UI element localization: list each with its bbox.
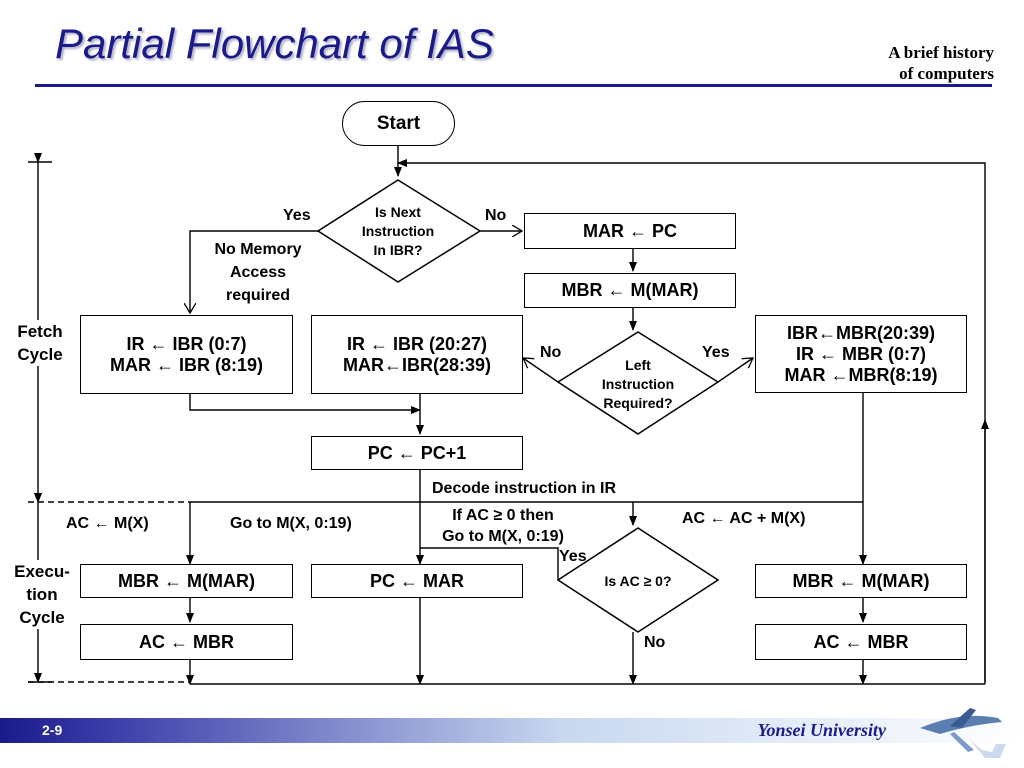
decision-ac-label: Is AC ≥ 0? bbox=[604, 572, 672, 589]
no-memory-line-1: No Memory bbox=[214, 241, 302, 258]
decision-left-instruction-text: Left Instruction Required? bbox=[578, 352, 698, 416]
decision-next-instruction-text: Is Next Instruction In IBR? bbox=[338, 199, 458, 263]
title-rule bbox=[35, 84, 992, 87]
execution-cycle-line-1: Execu- bbox=[14, 562, 70, 581]
label-no-ibr: No bbox=[485, 207, 507, 224]
label-decode: Decode instruction in IR bbox=[432, 480, 617, 497]
decision-left-instruction-diamond bbox=[556, 331, 720, 435]
condition-line-2: Go to M(X, 0:19) bbox=[442, 528, 564, 545]
box-pc-increment: PC ← PC+1 bbox=[311, 436, 523, 470]
box-exec-ac-left: AC ← MBR bbox=[80, 624, 293, 660]
no-memory-line-3: required bbox=[225, 287, 290, 304]
box-mar-pc-label: MAR ← PC bbox=[583, 220, 677, 241]
execution-cycle-line-2: tion bbox=[26, 585, 58, 604]
airplane-logo-icon bbox=[920, 708, 1006, 758]
label-ac-mx: AC ← M(X) bbox=[66, 515, 149, 532]
label-execution-cycle: Execu- tion Cycle bbox=[6, 560, 78, 629]
decision-ac-text: Is AC ≥ 0? bbox=[578, 570, 698, 592]
box-ir-left-line-2: MAR ← IBR (8:19) bbox=[109, 354, 263, 375]
no-memory-line-2: Access bbox=[229, 264, 287, 281]
decision-ac-diamond bbox=[556, 527, 720, 633]
decision-ibr-line-3: In IBR? bbox=[373, 241, 423, 258]
box-exec-ac-right-label: AC ← MBR bbox=[813, 631, 909, 652]
box-mbr-mmar-fetch-label: MBR ← M(MAR) bbox=[561, 280, 699, 300]
decision-left-line-3: Required? bbox=[603, 394, 673, 411]
box-mar-pc: MAR ← PC bbox=[524, 213, 736, 249]
start-node: Start bbox=[342, 101, 455, 146]
box-exec-mbr-left-label: MBR ← M(MAR) bbox=[118, 570, 255, 591]
condition-line-1: If AC ≥ 0 then bbox=[452, 507, 554, 524]
decision-next-instruction-diamond bbox=[316, 179, 482, 283]
fetch-cycle-line-2: Cycle bbox=[17, 345, 63, 364]
box-exec-mbr-right-label: MBR ← M(MAR) bbox=[792, 570, 930, 591]
label-no-memory-access: No Memory Access required bbox=[197, 238, 319, 307]
box-exec-mbr-left: MBR ← M(MAR) bbox=[80, 564, 293, 598]
decision-left-line-1: Left bbox=[625, 356, 651, 373]
label-ac-add: AC ← AC + M(X) bbox=[682, 510, 806, 527]
label-fetch-cycle: Fetch Cycle bbox=[6, 320, 74, 366]
box-ibr-line-3: MAR ←MBR(8:19) bbox=[784, 364, 938, 385]
subtitle-line-1: A brief history bbox=[888, 43, 994, 62]
label-condition: If AC ≥ 0 then Go to M(X, 0:19) bbox=[422, 505, 584, 547]
decision-left-line-2: Instruction bbox=[601, 375, 675, 392]
slide-subtitle: A brief history of computers bbox=[794, 42, 994, 84]
box-exec-pc-mar: PC ← MAR bbox=[311, 564, 523, 598]
box-ir-mid-line-2: MAR←IBR(28:39) bbox=[342, 354, 492, 375]
box-ibr-mbr: IBR←MBR(20:39) IR ← MBR (0:7) MAR ←MBR(8… bbox=[755, 315, 967, 393]
execution-cycle-line-3: Cycle bbox=[19, 608, 65, 627]
label-yes-left: Yes bbox=[702, 344, 730, 361]
page-number: 2-9 bbox=[42, 722, 63, 738]
subtitle-line-2: of computers bbox=[899, 64, 994, 83]
fetch-cycle-line-1: Fetch bbox=[17, 322, 63, 341]
box-ibr-line-2: IR ← MBR (0:7) bbox=[796, 343, 926, 364]
label-yes-ibr: Yes bbox=[283, 207, 311, 224]
box-mbr-mmar-fetch: MBR ← M(MAR) bbox=[524, 273, 736, 308]
box-ir-ibr-right-half: IR ← IBR (20:27) MAR←IBR(28:39) bbox=[311, 315, 523, 394]
box-exec-mbr-right: MBR ← M(MAR) bbox=[755, 564, 967, 598]
box-exec-ac-right: AC ← MBR bbox=[755, 624, 967, 660]
footer-bar bbox=[0, 718, 1024, 743]
slide-title: Partial Flowchart of IAS bbox=[55, 20, 494, 67]
box-exec-ac-left-label: AC ← MBR bbox=[139, 631, 234, 652]
box-ibr-line-1: IBR←MBR(20:39) bbox=[786, 322, 936, 343]
university-name: Yonsei University bbox=[757, 720, 887, 740]
box-exec-pc-mar-label: PC ← MAR bbox=[370, 570, 464, 591]
label-no-left: No bbox=[540, 344, 562, 361]
label-yes-ac: Yes bbox=[559, 548, 587, 565]
label-goto: Go to M(X, 0:19) bbox=[230, 515, 352, 532]
box-pc-increment-label: PC ← PC+1 bbox=[367, 442, 467, 463]
decision-ibr-line-2: Instruction bbox=[361, 222, 435, 239]
box-ir-mid-line-1: IR ← IBR (20:27) bbox=[346, 333, 488, 354]
box-ir-left-line-1: IR ← IBR (0:7) bbox=[126, 333, 247, 354]
decision-ibr-line-1: Is Next bbox=[375, 203, 421, 220]
label-no-ac: No bbox=[644, 634, 666, 651]
start-label: Start bbox=[376, 113, 421, 134]
box-ir-ibr-left: IR ← IBR (0:7) MAR ← IBR (8:19) bbox=[80, 315, 293, 394]
